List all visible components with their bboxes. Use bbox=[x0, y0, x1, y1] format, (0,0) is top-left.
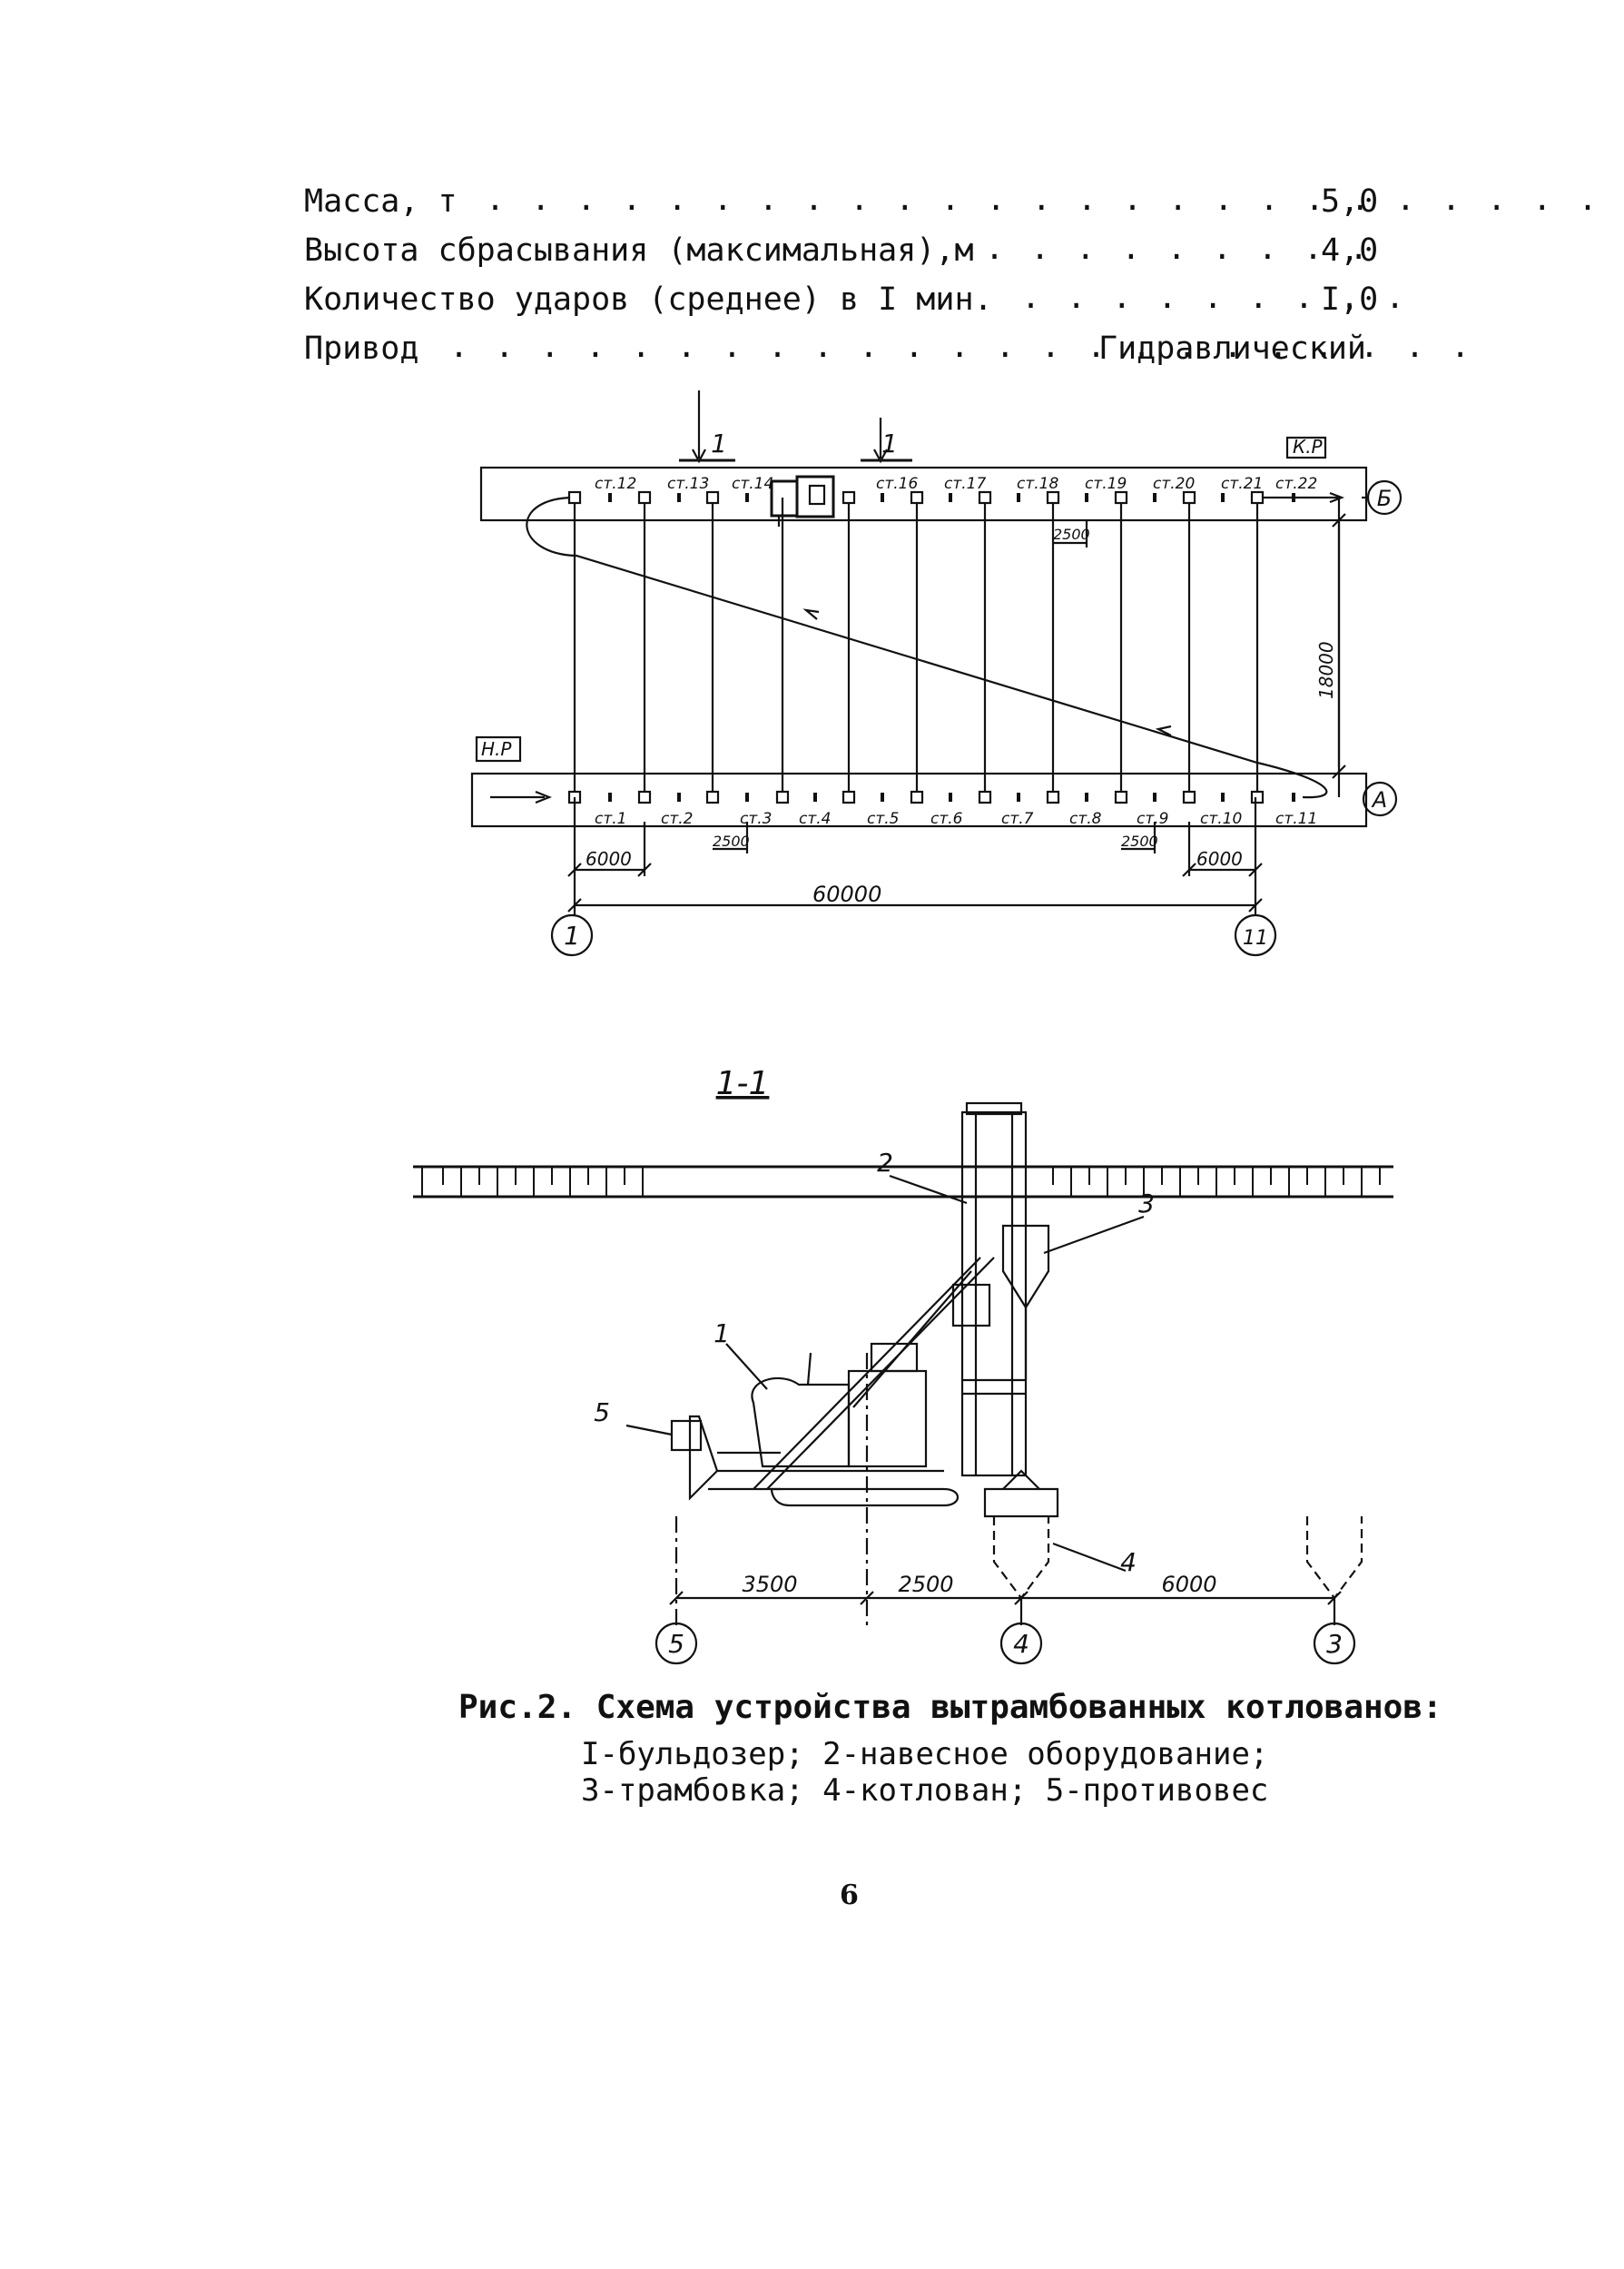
callout-3: 3 bbox=[1138, 1189, 1155, 1218]
bottom-station-label: ст.8 bbox=[1069, 810, 1102, 828]
bottom-row-label: Н.Р bbox=[481, 738, 512, 760]
spec-value: I,0 bbox=[1321, 281, 1379, 318]
spec-label: Масса, т bbox=[304, 183, 458, 220]
dim-offset-b2: 2500 bbox=[1121, 833, 1158, 850]
top-station-label: ст.20 bbox=[1153, 475, 1195, 493]
dim-offset-b1: 2500 bbox=[713, 833, 750, 850]
spec-label: Привод bbox=[304, 330, 419, 367]
spec-row-blows: Количество ударов (среднее) в I мин. . .… bbox=[304, 275, 1404, 324]
bottom-station-label: ст.11 bbox=[1275, 810, 1317, 828]
bottom-station-label: ст.2 bbox=[661, 810, 693, 828]
dim-3500: 3500 bbox=[742, 1572, 797, 1597]
leader-dots: . . . . . . . . . bbox=[1021, 280, 1409, 316]
caption-title: Рис.2. Схема устройства вытрамбованных к… bbox=[458, 1689, 1442, 1726]
plan-top-strip bbox=[479, 466, 1368, 522]
dim-2500: 2500 bbox=[898, 1572, 953, 1597]
dim-span: 60000 bbox=[812, 882, 881, 907]
axis-b-label: Б bbox=[1377, 486, 1392, 511]
callout-4: 4 bbox=[1120, 1547, 1137, 1577]
top-station-label: ст.14 bbox=[732, 475, 773, 493]
bottom-station-label: ст.4 bbox=[799, 810, 831, 828]
spec-row-mass: Масса, т . . . . . . . . . . . . . . . .… bbox=[304, 177, 1598, 226]
top-row-label-box bbox=[1285, 436, 1327, 459]
leader-dots: . . . . . . . . . . . . . . . . . . . . … bbox=[486, 182, 1601, 218]
axis-5-label: 5 bbox=[668, 1629, 684, 1659]
leader-dots: . . . . . . . . . . . . . . . . . . . . … bbox=[449, 329, 1474, 365]
bottom-station-label: ст.3 bbox=[740, 810, 772, 828]
section-title: 1-1 bbox=[716, 1065, 770, 1102]
rammer bbox=[1001, 1224, 1050, 1310]
callout-2: 2 bbox=[877, 1148, 893, 1178]
bottom-station-label: ст.10 bbox=[1200, 810, 1242, 828]
spec-value: 4,0 bbox=[1321, 232, 1379, 269]
route-path bbox=[526, 496, 1328, 799]
callout-5: 5 bbox=[594, 1397, 610, 1427]
top-station-label: ст.19 bbox=[1085, 475, 1127, 493]
axis-3-label: 3 bbox=[1326, 1629, 1343, 1659]
top-station-label: ст.17 bbox=[944, 475, 986, 493]
axis-1-marker bbox=[550, 913, 594, 957]
top-station-label: ст.18 bbox=[1017, 475, 1058, 493]
spec-label: Количество ударов (среднее) в I мин. bbox=[304, 281, 993, 318]
plan-view bbox=[470, 390, 1403, 957]
dim-left-step: 6000 bbox=[586, 848, 632, 870]
section-mark-left: 1 bbox=[711, 429, 727, 459]
bottom-station-label: ст.1 bbox=[595, 810, 626, 828]
bottom-station-label: ст.6 bbox=[930, 810, 963, 828]
axis-1-label: 1 bbox=[564, 921, 580, 951]
spec-row-drive: Привод . . . . . . . . . . . . . . . . .… bbox=[304, 324, 1470, 373]
spec-value: Гидравлический bbox=[1098, 330, 1367, 367]
callout-1: 1 bbox=[714, 1318, 730, 1348]
mast bbox=[960, 1110, 1028, 1477]
axis-4-label: 4 bbox=[1013, 1629, 1029, 1659]
top-row-label: К.Р bbox=[1293, 436, 1324, 458]
dim-height: 18000 bbox=[1315, 641, 1337, 699]
axis-b-marker bbox=[1366, 479, 1403, 516]
bottom-row-label-box bbox=[475, 735, 522, 763]
bottom-station-label: ст.5 bbox=[867, 810, 899, 828]
plan-bottom-strip bbox=[470, 772, 1368, 828]
counterweight bbox=[670, 1419, 703, 1452]
axis-3-marker bbox=[1313, 1622, 1356, 1665]
leader-dots: . . . . . . . . . bbox=[985, 231, 1373, 267]
spec-row-height: Высота сбрасывания (максимальная),м . . … bbox=[304, 226, 1393, 275]
caption-line-1: I-бульдозер; 2-навесное оборудование; bbox=[581, 1736, 1269, 1772]
track bbox=[770, 1487, 960, 1507]
axis-a-label: А bbox=[1371, 787, 1387, 813]
bottom-station-label: ст.9 bbox=[1137, 810, 1168, 828]
page-number: 6 bbox=[840, 1879, 859, 1911]
spec-label: Высота сбрасывания (максимальная),м bbox=[304, 232, 974, 269]
caption-line-2: 3-трамбовка; 4-котлован; 5-противовес bbox=[581, 1772, 1269, 1809]
dim-offset-top: 2500 bbox=[1053, 526, 1090, 543]
axis-11-label: 11 bbox=[1243, 927, 1268, 950]
bottom-station-label: ст.7 bbox=[1001, 810, 1034, 828]
top-station-label: ст.13 bbox=[667, 475, 709, 493]
spec-value: 5,0 bbox=[1321, 183, 1379, 220]
dim-right-step: 6000 bbox=[1196, 848, 1243, 870]
spec-list: Масса, т . . . . . . . . . . . . . . . .… bbox=[304, 177, 1598, 373]
top-station-label: ст.21 bbox=[1221, 475, 1263, 493]
axis-5-marker bbox=[655, 1622, 698, 1665]
dim-6000: 6000 bbox=[1161, 1572, 1216, 1597]
top-station-label: ст.16 bbox=[876, 475, 918, 493]
axis-a-marker bbox=[1362, 781, 1398, 817]
section-mark-right: 1 bbox=[881, 429, 898, 459]
axis-4-marker bbox=[999, 1622, 1043, 1665]
section-view bbox=[413, 1101, 1393, 1665]
top-station-label: ст.12 bbox=[595, 475, 636, 493]
top-station-label: ст.22 bbox=[1275, 475, 1317, 493]
